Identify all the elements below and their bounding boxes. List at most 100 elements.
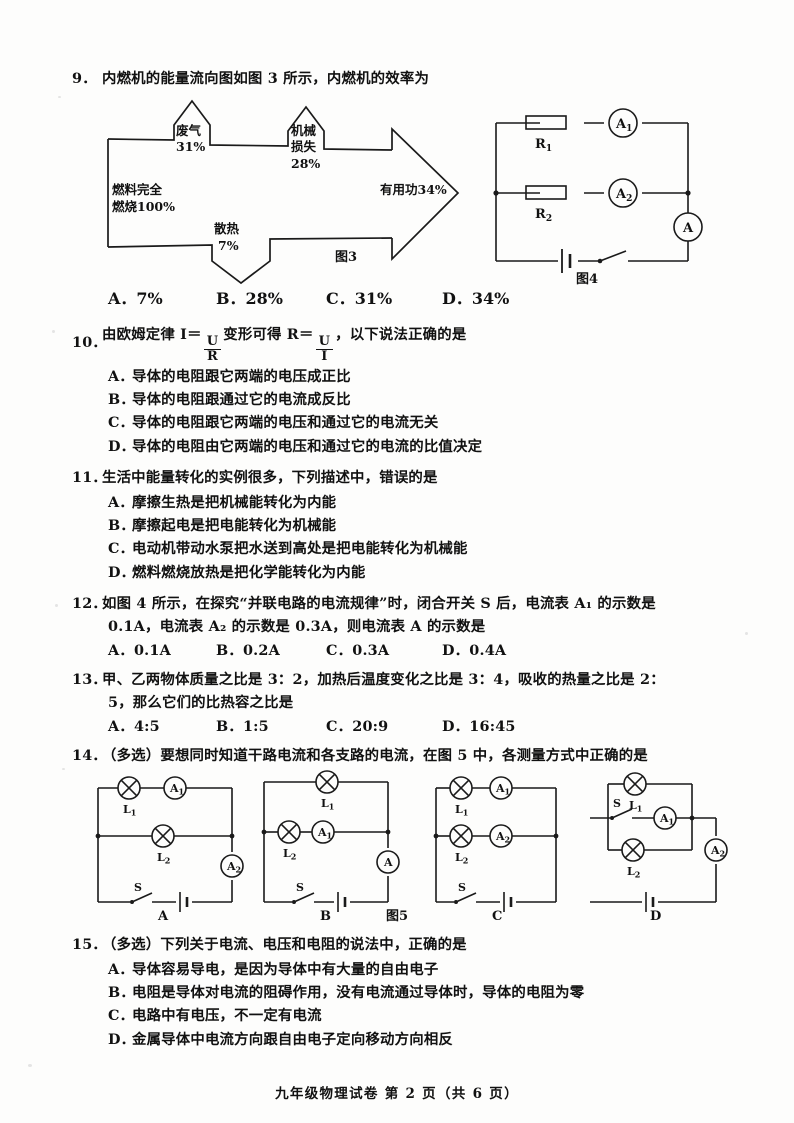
- option-text: 导体容易导电，是因为导体中有大量的自由电子: [132, 960, 439, 978]
- mech-loss-line3: 28%: [291, 156, 320, 171]
- ammeter-a1-label: A1: [615, 117, 632, 134]
- option-item[interactable]: D． 金属导体中电流方向跟自由电子定向移动方向相反: [72, 1028, 732, 1051]
- question-12: 12． 如图 4 所示，在探究“并联电路的电流规律”时，闭合开关 S 后，电流表…: [72, 593, 732, 663]
- scan-speckle: [55, 604, 58, 607]
- option-item[interactable]: B． 摩擦起电是把电能转化为机械能: [72, 514, 732, 537]
- question-12-text-line2: 0.1A，电流表 A₂ 的示数是 0.3A，则电流表 A 的示数是: [108, 617, 486, 635]
- option-item[interactable]: A． 导体的电阻跟它两端的电压成正比: [72, 365, 732, 388]
- option-text: 燃料燃烧放热是把化学能转化为内能: [132, 563, 366, 581]
- question-12-number: 12．: [72, 595, 108, 613]
- question-9-option-d[interactable]: D．34%: [442, 288, 510, 308]
- question-14-figures: L1 L2 A1 A2 S A: [90, 769, 750, 924]
- scan-speckle: [62, 768, 65, 770]
- question-12-stem: 12． 如图 4 所示，在探究“并联电路的电流规律”时，闭合开关 S 后，电流表…: [72, 593, 732, 616]
- option-item[interactable]: C． 电路中有电压，不一定有电流: [72, 1004, 732, 1027]
- question-14: 14． （多选）要想同时知道干路电流和各支路的电流，在图 5 中，各测量方式中正…: [72, 745, 732, 768]
- ammeter-mid-label: A2: [495, 830, 510, 845]
- option-text: 电路中有电压，不一定有电流: [132, 1007, 322, 1025]
- lamp-l1-label: L1: [455, 803, 468, 818]
- switch-pivot: [610, 815, 614, 820]
- ammeter-right-label: A2: [226, 860, 241, 875]
- question-9-option-c[interactable]: C．31%: [326, 288, 393, 308]
- lamp-l2-label: L2: [157, 851, 170, 866]
- option-item[interactable]: C． 导体的电阻跟它两端的电压和通过它的电流无关: [72, 411, 732, 434]
- option-item[interactable]: D． 导体的电阻由它两端的电压和通过它的电流的比值决定: [72, 435, 732, 458]
- question-12-option-a[interactable]: A．0.1A: [108, 641, 171, 659]
- useful-work-label: 有用功34%: [380, 182, 447, 197]
- question-12-option-c[interactable]: C．0.3A: [326, 641, 390, 659]
- switch-label: S: [296, 881, 304, 894]
- option-letter: C．: [108, 1007, 135, 1025]
- question-9-option-b[interactable]: B．28%: [216, 288, 283, 308]
- question-13-text-line1: 甲、乙两物体质量之比是 3：2，加热后温度变化之比是 3：4，吸收的热量之比是 …: [102, 671, 665, 689]
- question-15-stem: 15． （多选）下列关于电流、电压和电阻的说法中，正确的是: [72, 934, 732, 957]
- question-9-option-a[interactable]: A．7%: [108, 288, 163, 308]
- option-letter: A．: [108, 493, 134, 511]
- switch-pivot: [454, 899, 458, 904]
- option-letter: D．: [108, 563, 136, 581]
- circuit-node: [553, 833, 559, 839]
- option-text: 摩擦起电是把电能转化为机械能: [132, 517, 337, 535]
- question-11-number: 11．: [72, 469, 108, 487]
- question-12-option-b[interactable]: B．0.2A: [216, 641, 280, 659]
- lamp-l1-label: L1: [123, 803, 136, 818]
- question-11-options: A． 摩擦生热是把机械能转化为内能 B． 摩擦起电是把电能转化为机械能 C． 电…: [72, 491, 732, 584]
- question-13-option-b[interactable]: B．1:5: [216, 717, 269, 735]
- question-9-stem: 9． 内燃机的能量流向图如图 3 所示，内燃机的效率为: [72, 68, 732, 91]
- option-letter: D．: [108, 437, 136, 455]
- option-item[interactable]: A． 导体容易导电，是因为导体中有大量的自由电子: [72, 958, 732, 981]
- page-footer: 九年级物理试卷 第 2 页（共 6 页）: [275, 1086, 519, 1102]
- circuit-caption: C: [492, 909, 502, 924]
- circuit-diagram-fig4: R1 R2 A1 A2 A 图4: [482, 101, 732, 287]
- waste-gas-line1: 废气: [176, 123, 202, 138]
- option-item[interactable]: C． 电动机带动水泵把水送到高处是把电能转化为机械能: [72, 537, 732, 560]
- circuit-node: [261, 829, 267, 835]
- question-13-option-c[interactable]: C．20:9: [326, 717, 389, 735]
- figure-5-label: 图5: [386, 909, 408, 924]
- option-text: 金属导体中电流方向跟自由电子定向移动方向相反: [132, 1030, 453, 1048]
- ammeter-top-label: A1: [495, 782, 510, 797]
- option-item[interactable]: B． 导体的电阻跟通过它的电流成反比: [72, 388, 732, 411]
- option-item[interactable]: D． 燃料燃烧放热是把化学能转化为内能: [72, 561, 732, 584]
- ohm-law-post: ，以下说法正确的是: [335, 325, 467, 343]
- circuit-node: [689, 815, 695, 821]
- switch-pivot: [597, 258, 603, 264]
- ohm-law-pre: 由欧姆定律 I＝: [102, 325, 202, 343]
- question-13-option-a[interactable]: A．4:5: [108, 717, 160, 735]
- option-text: 导体的电阻跟它两端的电压和通过它的电流无关: [132, 414, 439, 432]
- lamp-l2-label: L2: [627, 865, 640, 880]
- question-12-option-d[interactable]: D．0.4A: [442, 641, 507, 659]
- question-15-number: 15．: [72, 935, 108, 953]
- question-10-number: 10．: [72, 334, 108, 352]
- lamp-l1-label: L1: [321, 797, 334, 812]
- fraction-denominator: I: [321, 348, 328, 364]
- option-letter: B．: [108, 517, 135, 535]
- mech-loss-line1: 机械: [291, 123, 317, 138]
- option-text: 导体的电阻跟通过它的电流成反比: [132, 391, 351, 409]
- option-letter: B．: [108, 391, 135, 409]
- option-item[interactable]: B． 电阻是导体对电流的阻碍作用，没有电流通过导体时，导体的电阻为零: [72, 981, 732, 1004]
- lamp-l1-label: L1: [629, 799, 642, 814]
- question-12-text-line1: 如图 4 所示，在探究“并联电路的电流规律”时，闭合开关 S 后，电流表 A₁ …: [102, 595, 656, 613]
- option-item[interactable]: A． 摩擦生热是把机械能转化为内能: [72, 491, 732, 514]
- question-15-options: A． 导体容易导电，是因为导体中有大量的自由电子 B． 电阻是导体对电流的阻碍作…: [72, 958, 732, 1051]
- energy-input-line1: 燃料完全: [112, 182, 163, 197]
- option-text: 导体的电阻跟它两端的电压成正比: [132, 367, 351, 385]
- scan-speckle: [28, 1064, 32, 1067]
- question-13-text-line2: 5，那么它们的比热容之比是: [108, 693, 294, 711]
- option-text: 电阻是导体对电流的阻碍作用，没有电流通过导体时，导体的电阻为零: [132, 983, 585, 1001]
- heat-loss-line2: 7%: [218, 238, 239, 253]
- option-text: 导体的电阻由它两端的电压和通过它的电流的比值决定: [132, 437, 483, 455]
- waste-gas-line2: 31%: [176, 139, 205, 154]
- switch-pivot: [292, 899, 296, 904]
- question-9-options: A．7% B．28% C．31% D．34%: [72, 285, 732, 312]
- switch-label: S: [613, 797, 621, 810]
- ammeter-right-label: A2: [710, 844, 725, 859]
- circuit-option-c: L1 L2 A1 A2 S C: [428, 774, 600, 924]
- switch-label: S: [458, 881, 466, 894]
- option-letter: A．: [108, 960, 134, 978]
- question-13-option-d[interactable]: D．16:45: [442, 717, 516, 735]
- ammeter-a2-label: A2: [615, 187, 632, 204]
